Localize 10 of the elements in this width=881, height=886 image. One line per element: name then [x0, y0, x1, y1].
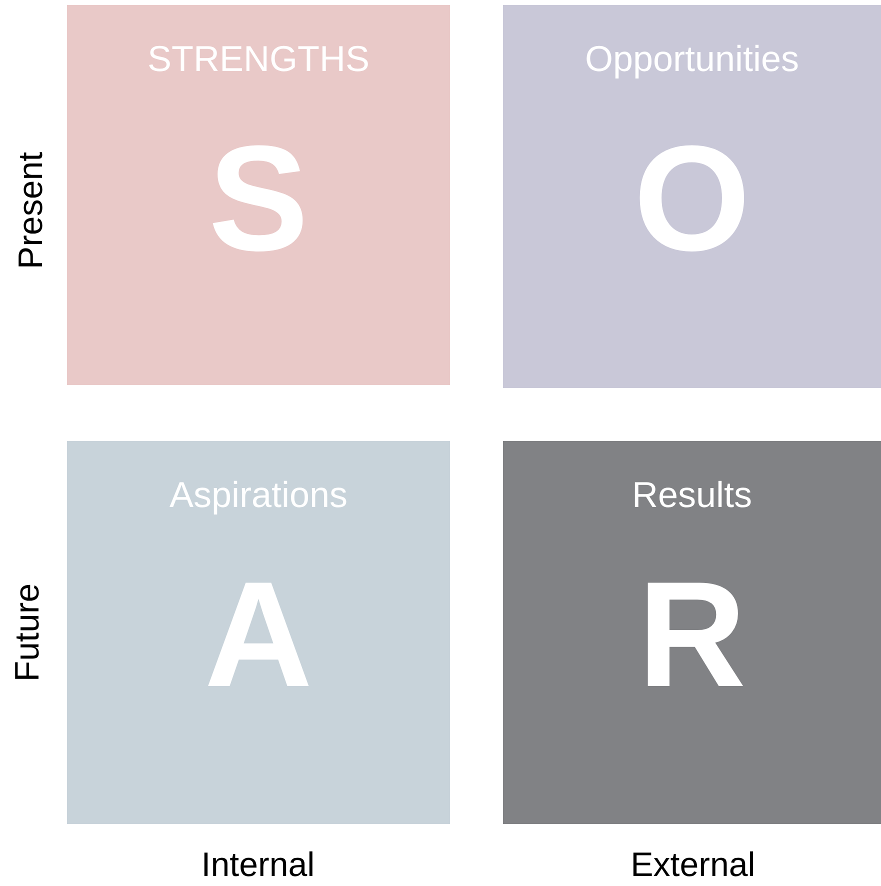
quadrant-title: Results — [630, 474, 754, 516]
quadrant-letter: R — [636, 559, 748, 709]
quadrant-box — [67, 441, 450, 824]
quadrant-box — [67, 5, 450, 385]
row-label: Present — [12, 151, 52, 269]
row-label: Future — [8, 582, 48, 682]
quadrant-box — [503, 441, 881, 824]
column-label: Internal — [201, 846, 315, 884]
column-label: External — [630, 846, 756, 884]
quadrant-box — [503, 5, 881, 388]
